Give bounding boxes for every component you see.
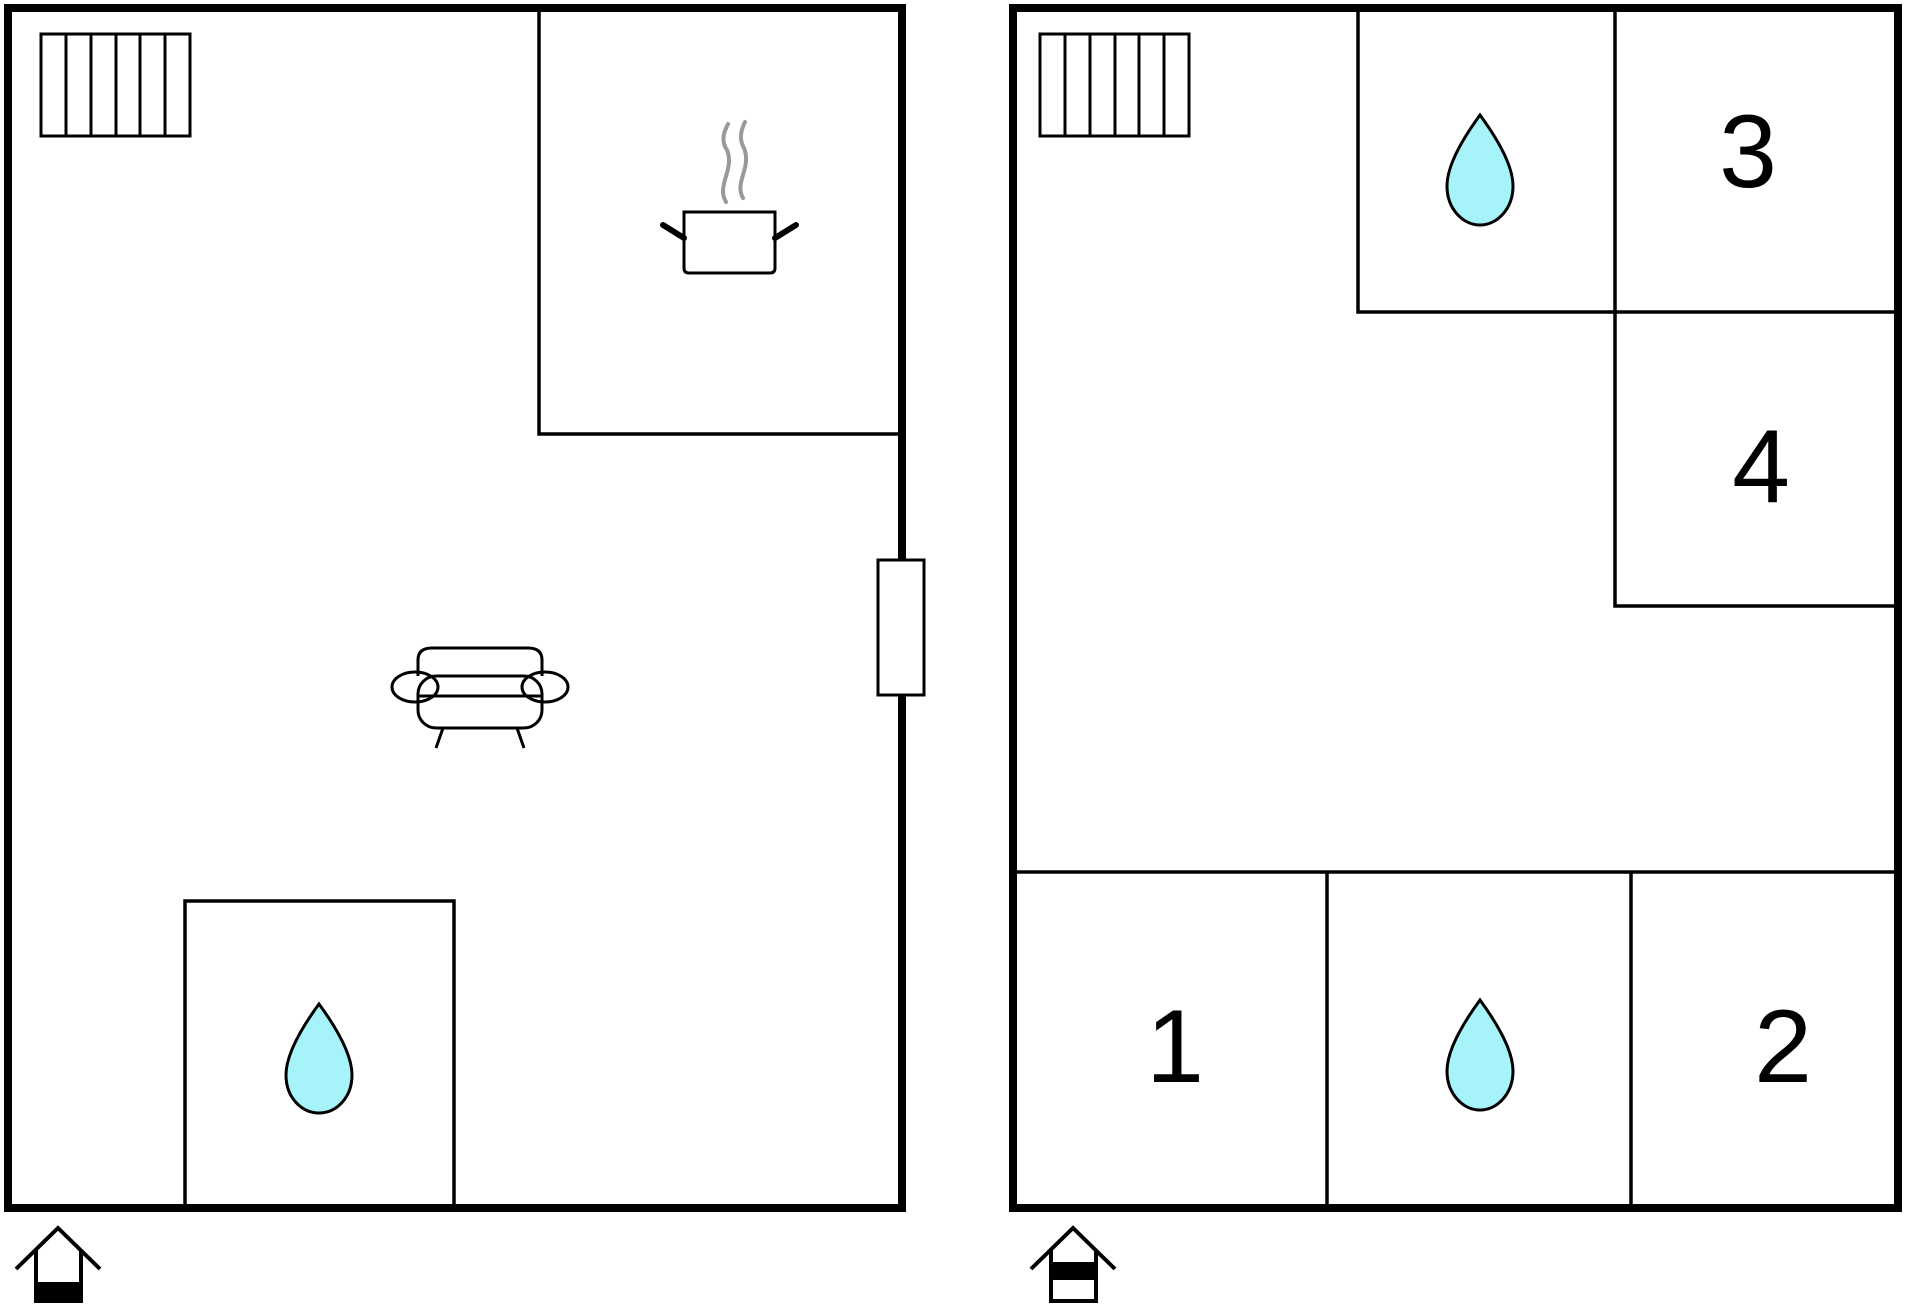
floor-plan-ground	[4, 4, 926, 1303]
room-number-1: 1	[1146, 989, 1204, 1105]
radiator-icon	[39, 32, 192, 138]
cooking-pot-icon	[660, 120, 799, 275]
room-number-3: 3	[1719, 94, 1777, 210]
radiator-icon	[1038, 32, 1191, 138]
water-drop-icon	[1445, 997, 1515, 1112]
water-drop-icon	[1445, 112, 1515, 227]
entrance-house-icon	[1029, 1225, 1117, 1303]
water-drop-icon	[284, 1001, 354, 1115]
entrance-house-icon	[14, 1225, 102, 1303]
floor-plan-upper: 3 4 1 2	[1009, 4, 1902, 1303]
door-icon	[876, 558, 926, 697]
outer-wall-right	[1009, 4, 1902, 1212]
bathroom-wall-top	[1356, 8, 1898, 314]
room-4-wall	[1613, 312, 1898, 608]
sofa-icon	[390, 646, 570, 749]
room-number-4: 4	[1732, 409, 1790, 525]
room-number-2: 2	[1754, 989, 1812, 1105]
bathroom-wall-left	[183, 899, 456, 1210]
kitchen-wall	[537, 8, 902, 436]
